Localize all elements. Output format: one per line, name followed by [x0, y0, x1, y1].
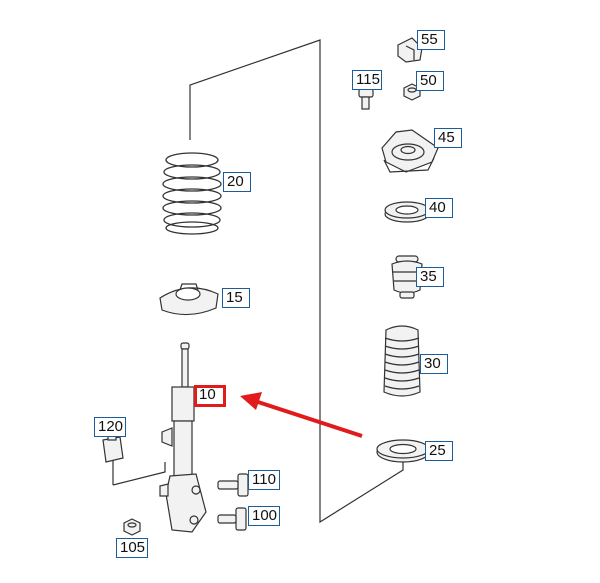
part-20-coil-spring	[162, 152, 222, 235]
part-100-bolt	[217, 507, 247, 531]
callout-10[interactable]: 10	[194, 385, 226, 407]
callout-110[interactable]: 110	[248, 470, 280, 490]
callout-120[interactable]: 120	[94, 417, 126, 437]
callout-30[interactable]: 30	[420, 354, 448, 374]
assembly-frame-line	[189, 39, 404, 524]
callout-100[interactable]: 100	[248, 506, 280, 526]
part-105-nut	[123, 518, 141, 536]
part-45-top-mount	[381, 129, 439, 173]
callout-15[interactable]: 15	[222, 288, 250, 308]
leader-120-base	[112, 462, 166, 486]
highlight-arrow	[240, 392, 363, 438]
part-35-bump-stop	[391, 255, 423, 299]
part-30-dust-boot	[383, 325, 421, 397]
part-110-bolt	[217, 473, 249, 497]
callout-115[interactable]: 115	[352, 70, 382, 90]
part-40-bearing	[384, 201, 430, 223]
part-25-seat-ring	[376, 439, 430, 463]
callout-35[interactable]: 35	[416, 267, 444, 287]
part-115-bolt	[358, 88, 374, 110]
callout-55[interactable]: 55	[417, 30, 445, 50]
part-15-spring-seat	[159, 283, 219, 316]
callout-20[interactable]: 20	[223, 172, 251, 192]
part-120-bracket	[102, 433, 124, 463]
part-55-cap	[397, 37, 423, 63]
callout-25[interactable]: 25	[425, 441, 453, 461]
callout-40[interactable]: 40	[425, 198, 453, 218]
callout-50[interactable]: 50	[416, 71, 444, 91]
part-10-strut	[159, 342, 207, 533]
callout-105[interactable]: 105	[116, 538, 148, 558]
callout-45[interactable]: 45	[434, 128, 462, 148]
